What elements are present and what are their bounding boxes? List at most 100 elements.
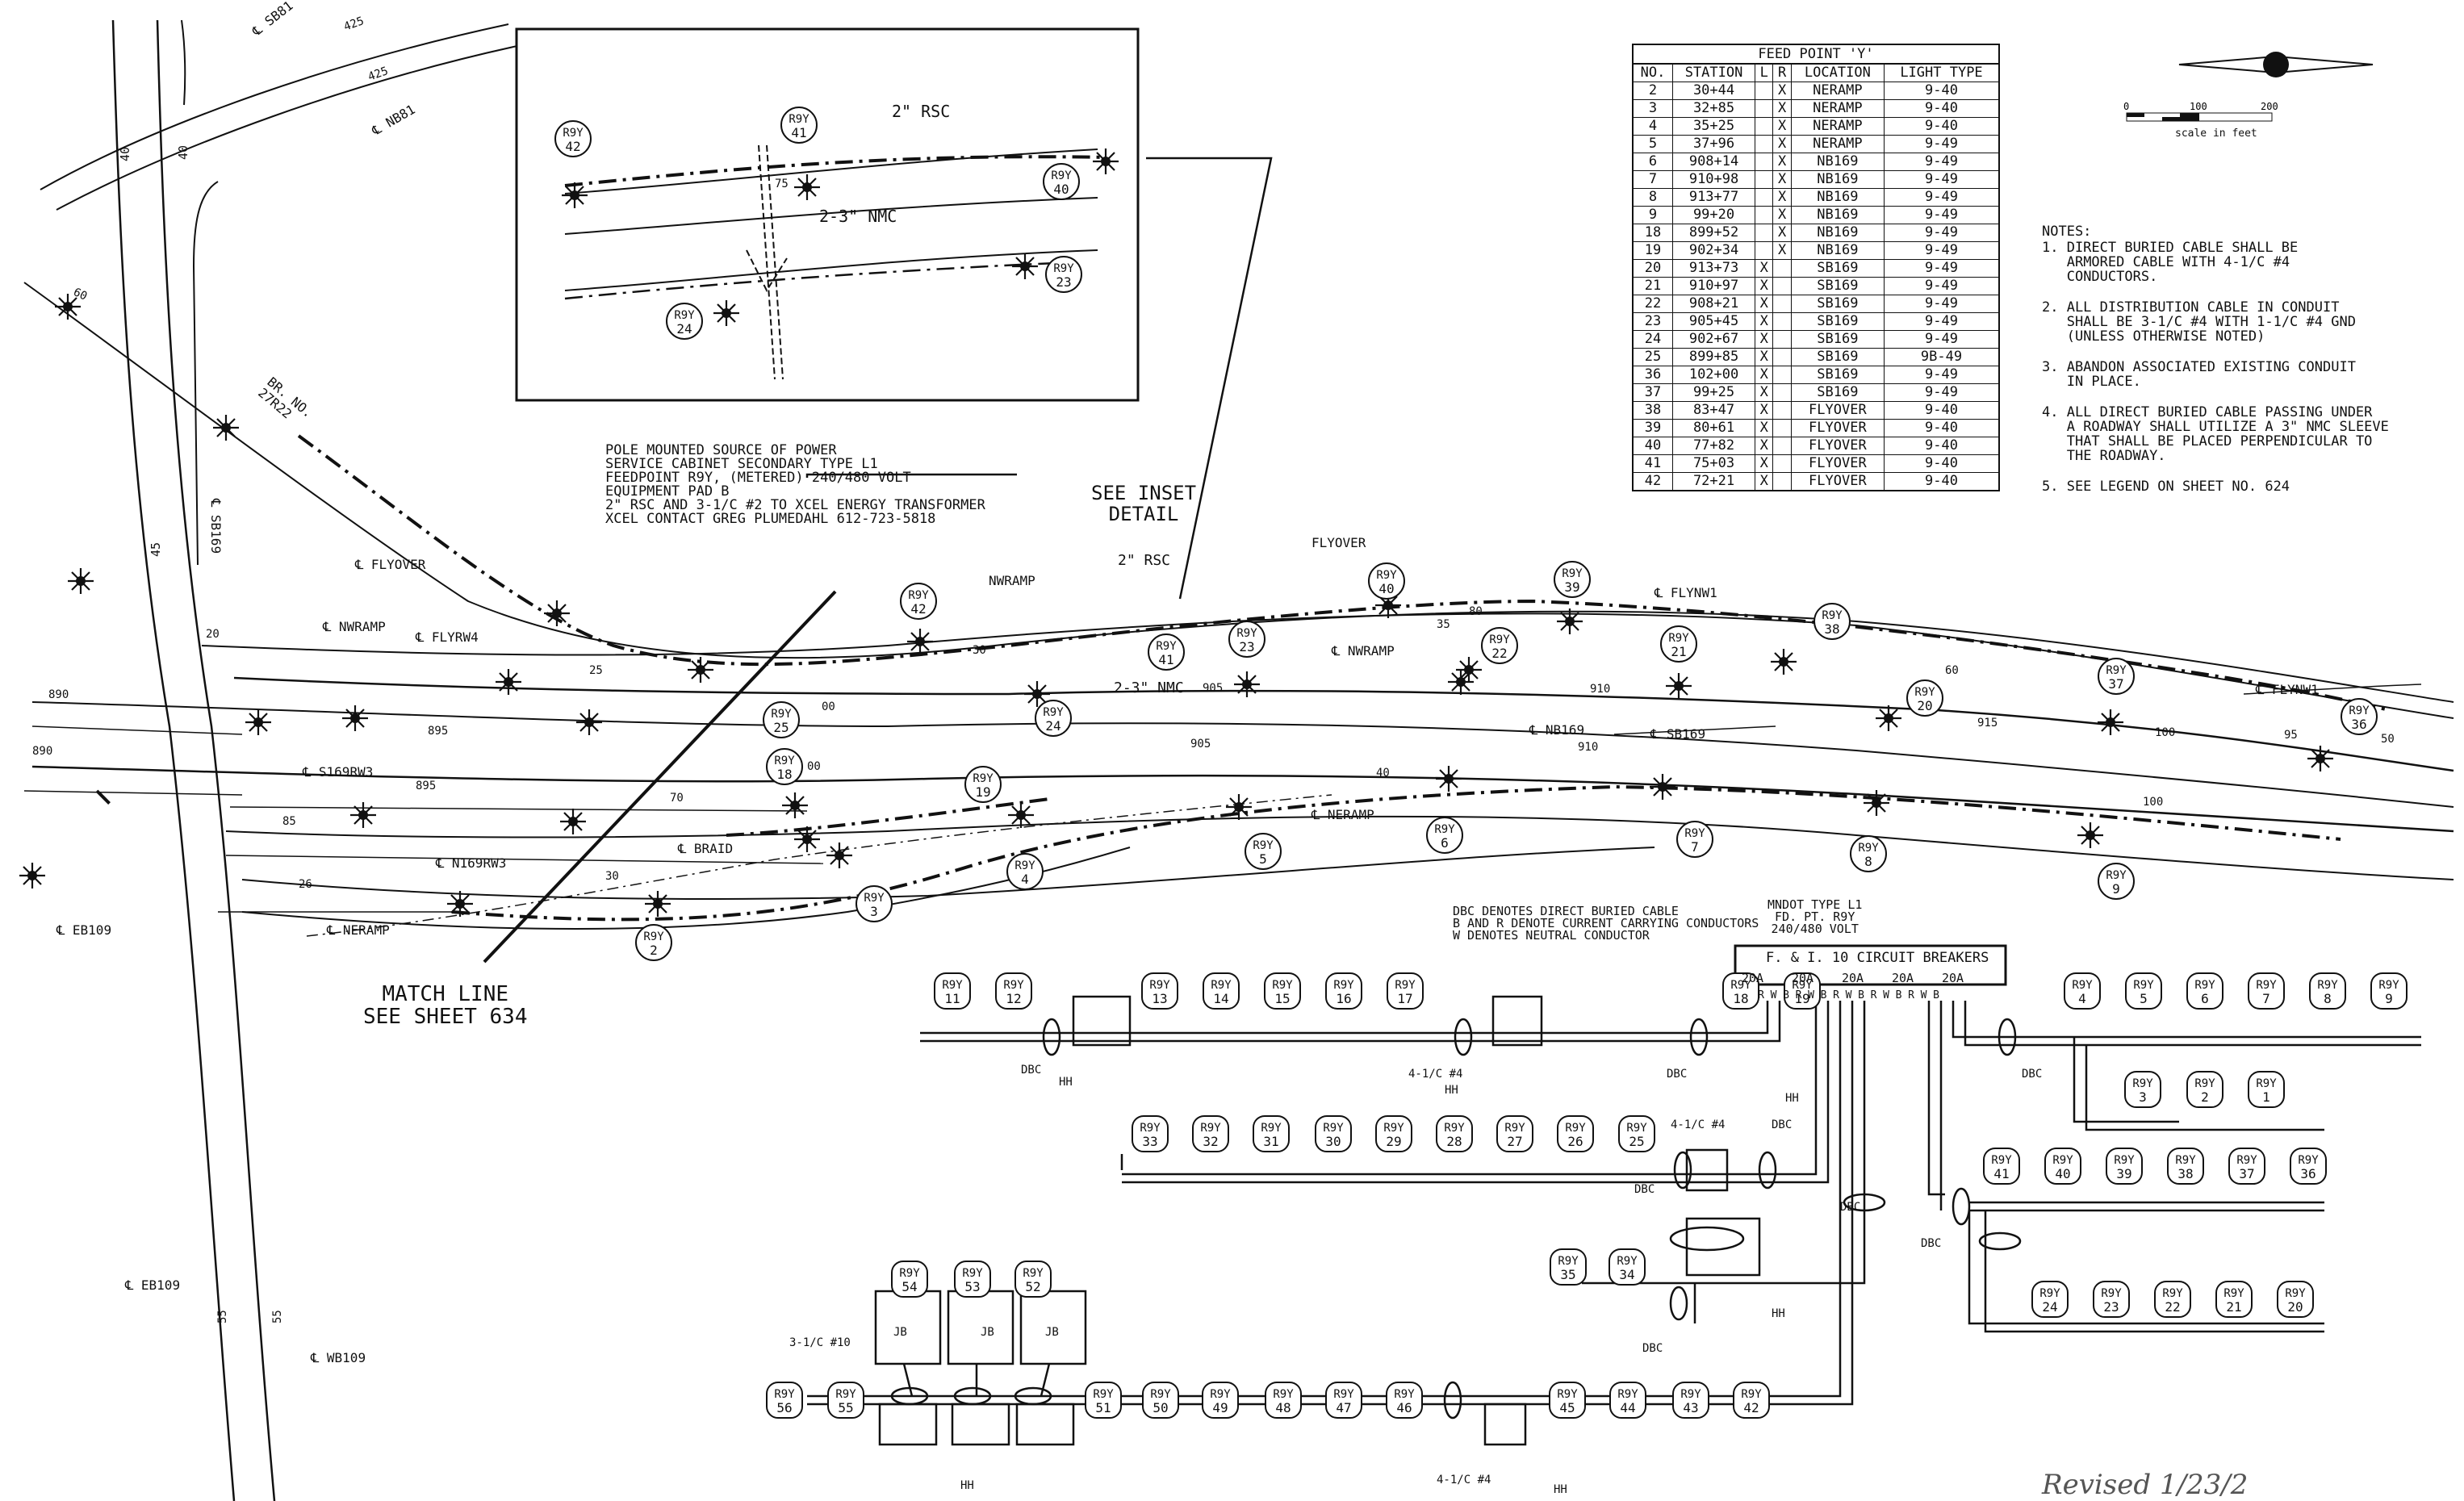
mndot-label: MNDOT TYPE L1 FD. PT. R9Y 240/480 VOLT — [1767, 897, 1863, 936]
road-label-flyover: ℄ FLYOVER — [354, 557, 426, 572]
feed-table-cell: 4 — [1632, 117, 1674, 136]
feed-table-cell — [1755, 135, 1774, 153]
feed-table-header-5: LIGHT TYPE — [1884, 63, 2000, 82]
r9y-tag-number: 53 — [964, 1279, 980, 1294]
wire-label-hh: HH — [960, 1479, 974, 1492]
feed-table-cell: 9-49 — [1884, 153, 2000, 171]
feed-table-cell: 20 — [1632, 259, 1674, 278]
r9y-tag-number: 42 — [910, 601, 926, 617]
r9y-tag-number: 38 — [1824, 621, 1839, 637]
feed-table-cell: X — [1755, 454, 1774, 473]
feed-table-cell: X — [1755, 383, 1774, 402]
wire-label-hh: HH — [1445, 1084, 1458, 1097]
r9y-tag-prefix: R9Y — [2133, 979, 2154, 992]
r9y-tag-number: 29 — [1386, 1134, 1401, 1149]
feed-table-cell: X — [1755, 437, 1774, 455]
r9y-tag-prefix: R9Y — [2194, 979, 2215, 992]
feed-table-cell: 35+25 — [1672, 117, 1756, 136]
r9y-tag-prefix: R9Y — [899, 1267, 920, 1280]
feed-table-cell: 19 — [1632, 241, 1674, 260]
r9y-tag-prefix: R9Y — [774, 755, 795, 767]
station-label-s25: 25 — [589, 664, 603, 677]
wire-label-hh: HH — [1785, 1092, 1799, 1105]
r9y-tag-prefix: R9Y — [1023, 1267, 1044, 1280]
r9y-tag-number: 40 — [1378, 581, 1394, 596]
feed-table-cell: X — [1772, 170, 1792, 189]
r9y-tag-prefix: R9Y — [1858, 842, 1879, 855]
r9y-tag-prefix: R9Y — [1053, 262, 1074, 275]
scale-bar: 0 100 200 scale in feet — [2119, 97, 2288, 140]
r9y-tag-prefix: R9Y — [789, 113, 809, 126]
feed-table-header-2: L — [1755, 63, 1774, 82]
feed-table-cell — [1772, 277, 1792, 295]
r9y-tag-prefix: R9Y — [1684, 827, 1705, 840]
feed-table-cell: 37 — [1632, 383, 1674, 402]
station-label-s40a: 40 — [118, 147, 132, 161]
feed-table-cell — [1755, 170, 1774, 189]
feed-table-cell — [1772, 348, 1792, 366]
wire-label-dbc: DBC — [1667, 1068, 1687, 1081]
r9y-tag-prefix: R9Y — [2162, 1287, 2183, 1300]
r9y-tag-prefix: R9Y — [2298, 1154, 2319, 1167]
feed-table-cell — [1755, 99, 1774, 118]
road-label-neramp: ℄ NERAMP — [326, 922, 390, 938]
handwritten-revision-note: Revised 1/23/2 — [2042, 1469, 2249, 1501]
feed-table-cell — [1772, 312, 1792, 331]
feed-table-cell: 9 — [1632, 206, 1674, 224]
feed-table-header-0: NO. — [1632, 63, 1674, 82]
r9y-tag-number: 28 — [1446, 1134, 1462, 1149]
station-label-s100b: 100 — [2143, 796, 2163, 809]
feed-table-cell: FLYOVER — [1790, 472, 1885, 491]
feed-table-header-3: R — [1772, 63, 1792, 82]
see-inset-detail-label: SEE INSET DETAIL — [1091, 482, 1197, 525]
feed-table-cell: NB169 — [1790, 170, 1885, 189]
feed-table-cell: X — [1755, 259, 1774, 278]
circuit-schematic-wiring — [807, 944, 2421, 1446]
feed-table-cell: X — [1755, 295, 1774, 313]
r9y-tag-number: 38 — [2177, 1166, 2193, 1181]
r9y-tag-number: 17 — [1397, 991, 1412, 1006]
r9y-tag-number: 35 — [1560, 1267, 1575, 1282]
r9y-tag-number: 44 — [1620, 1400, 1635, 1415]
r9y-tag-number: 20 — [1917, 698, 1932, 713]
r9y-tag-prefix: R9Y — [2106, 869, 2127, 882]
feed-table-cell: 18 — [1632, 224, 1674, 242]
r9y-tag-number: 21 — [2226, 1299, 2241, 1315]
north-arrow-icon — [2178, 52, 2374, 77]
station-label-s895b: 895 — [416, 780, 436, 792]
feed-table-cell: X — [1755, 277, 1774, 295]
r9y-tag-prefix: R9Y — [1149, 979, 1170, 992]
feed-table-cell — [1755, 224, 1774, 242]
road-label-br: BR. NO.27R22 — [255, 374, 316, 432]
feed-table-cell — [1755, 241, 1774, 260]
r9y-tag-prefix: R9Y — [2101, 1287, 2122, 1300]
r9y-tag-number: 9 — [2385, 991, 2393, 1006]
r9y-tag-prefix: R9Y — [563, 127, 584, 140]
r9y-tag-number: 19 — [975, 784, 990, 800]
breaker-rating: 20A — [1742, 971, 1763, 985]
breaker-terminal: W — [1883, 989, 1889, 1001]
feed-table-cell — [1772, 454, 1792, 473]
station-label-s85: 85 — [282, 815, 296, 828]
feed-table-cell: SB169 — [1790, 348, 1885, 366]
r9y-tag-number: 14 — [1213, 991, 1228, 1006]
